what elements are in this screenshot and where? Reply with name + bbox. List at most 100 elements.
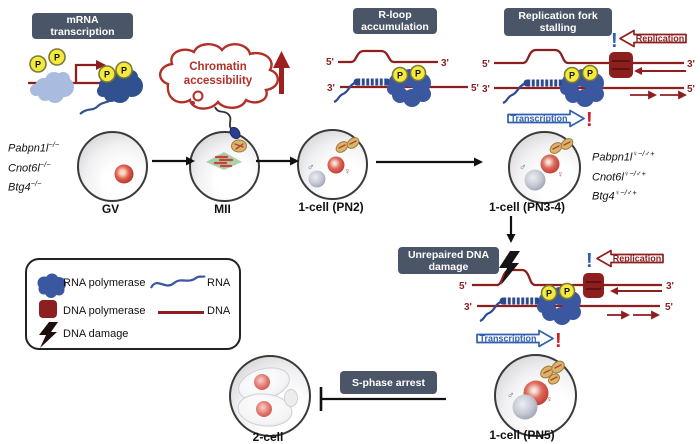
two-cell-contents bbox=[237, 367, 298, 427]
cloud-text-line2: accessibility bbox=[184, 75, 253, 87]
rloop-graphic: 5' 3' 3' P P 5' bbox=[326, 49, 479, 107]
replication-arrow: Replication bbox=[596, 249, 664, 268]
rna-tail bbox=[479, 299, 504, 323]
nucleus bbox=[254, 374, 270, 390]
damaged-strand bbox=[472, 268, 583, 287]
mrna-transcription-graphic: P P P P bbox=[28, 48, 143, 115]
strand-label: 5' bbox=[326, 57, 334, 68]
arrowhead bbox=[610, 287, 618, 295]
strand-label: 3' bbox=[666, 281, 674, 292]
rna-polymerase-icon bbox=[37, 273, 66, 298]
genotype-line: Btg4−/− bbox=[8, 179, 42, 194]
lagging-synthesis-arrows bbox=[630, 90, 688, 100]
warning-mark: ! bbox=[586, 250, 593, 272]
cloud-text-line1: Chromatin bbox=[189, 61, 247, 73]
svg-text:P: P bbox=[587, 69, 593, 79]
pn2-contents: ♂ ♀ bbox=[307, 137, 360, 188]
mii-oocyte bbox=[189, 106, 260, 202]
nascent-rna-icon bbox=[79, 97, 115, 115]
genotype-line: Cnot6l♀−/♂+ bbox=[592, 168, 646, 184]
male-pronucleus bbox=[512, 394, 538, 420]
callout-unrepaired-dna-damage: Unrepaired DNA damage bbox=[398, 247, 499, 274]
female-symbol: ♀ bbox=[344, 166, 351, 176]
sperm-chromatin-icon bbox=[549, 138, 574, 154]
mii-contents bbox=[206, 139, 247, 170]
arrow-pn34-down bbox=[506, 216, 516, 243]
hybrid-rungs bbox=[506, 297, 535, 305]
pn34-contents: ♂ ♀ bbox=[519, 138, 574, 191]
sperm-head bbox=[229, 126, 241, 140]
sperm-chromatin-icon bbox=[335, 137, 360, 153]
warning-mark: ! bbox=[555, 330, 562, 352]
dna-polymerase-icon bbox=[583, 273, 604, 298]
replication-arrow: Replication bbox=[619, 29, 687, 48]
inhibition-bar bbox=[319, 387, 446, 411]
sperm-icon bbox=[214, 106, 241, 140]
dna-damage-icon bbox=[499, 251, 520, 285]
svg-text:P: P bbox=[569, 71, 575, 81]
promoter-arrowhead bbox=[96, 60, 106, 70]
rna-tail bbox=[502, 81, 528, 105]
male-pronucleus bbox=[308, 170, 326, 188]
strand-label: 5' bbox=[665, 302, 673, 313]
callout-replication-fork-stalling: Replication fork stalling bbox=[504, 8, 612, 36]
transcription-arrow: Transcription bbox=[507, 109, 585, 128]
legend-label-dna-polymerase: DNA polymerase bbox=[63, 305, 146, 317]
genotype-maternal-null: Pabpn1l−/− Cnot6l−/− Btg4−/− bbox=[8, 137, 59, 196]
phosphate-icon: P bbox=[581, 64, 599, 82]
two-cell-embryo bbox=[229, 355, 311, 437]
leading-strand bbox=[494, 48, 609, 65]
svg-text:P: P bbox=[35, 60, 41, 70]
rna-polymerase-inactive-icon bbox=[30, 72, 74, 103]
arrow-gv-to-mii bbox=[152, 156, 195, 166]
genotype-zygote: Pabpn1l♀−/♂+ Cnot6l♀−/♂+ Btg4♀−/♂+ bbox=[592, 146, 654, 205]
strand-label: 5' bbox=[471, 83, 479, 94]
dna-icon bbox=[158, 311, 204, 314]
strand-label: 5' bbox=[482, 59, 490, 70]
svg-text:Transcription: Transcription bbox=[479, 334, 536, 344]
arrowhead bbox=[634, 67, 642, 75]
svg-text:P: P bbox=[546, 289, 552, 299]
spindle-icon bbox=[206, 152, 242, 170]
legend-label-rna: RNA bbox=[207, 277, 231, 289]
nucleolus bbox=[114, 164, 134, 184]
genotype-line: Pabpn1l♀−/♂+ bbox=[592, 149, 655, 164]
warning-mark: ! bbox=[611, 30, 618, 52]
callout-rloop-accumulation: R-loop accumulation bbox=[353, 8, 437, 34]
cloud-bubble-icon bbox=[159, 43, 279, 110]
promoter-arrow-icon bbox=[74, 63, 96, 83]
callout-s-phase-arrest: S-phase arrest bbox=[340, 371, 437, 394]
transcription-arrow: Transcription bbox=[476, 329, 554, 348]
phosphate-icon: P bbox=[558, 282, 576, 300]
callout-mrna-transcription: mRNA transcription bbox=[32, 13, 133, 39]
male-symbol: ♂ bbox=[519, 162, 527, 173]
female-symbol: ♀ bbox=[557, 169, 564, 179]
rna-tail bbox=[333, 80, 358, 104]
strand-label: 3' bbox=[464, 302, 472, 313]
svg-text:Replication: Replication bbox=[636, 34, 685, 44]
gv-oocyte bbox=[77, 131, 148, 202]
phosphate-icon: P bbox=[540, 284, 558, 302]
male-symbol: ♂ bbox=[307, 162, 315, 173]
strand-label: 3' bbox=[327, 83, 335, 94]
dna-polymerase-icon bbox=[39, 300, 57, 318]
dna-damage-graphic: ! Replication 5' 3' 3' P P 5' bbox=[459, 249, 674, 352]
sperm-chromatin-icon bbox=[231, 139, 247, 153]
female-symbol: ♀ bbox=[546, 394, 553, 404]
phosphate-icon: P bbox=[29, 55, 47, 73]
svg-text:P: P bbox=[104, 70, 110, 80]
dna-polymerase-icon bbox=[609, 52, 633, 78]
genotype-line: Cnot6l−/− bbox=[8, 159, 51, 175]
male-pronucleus bbox=[524, 169, 546, 191]
genotype-line: Pabpn1l−/− bbox=[8, 140, 60, 155]
one-cell-pn5: ♂ ♀ bbox=[494, 354, 577, 437]
male-symbol: ♂ bbox=[507, 390, 515, 401]
nucleus bbox=[256, 401, 272, 417]
stage-label-pn5: 1-cell (PN5) bbox=[489, 428, 555, 442]
legend-label-dna: DNA bbox=[207, 305, 231, 317]
sperm-chromatin-icon bbox=[540, 360, 565, 385]
female-pronucleus bbox=[327, 156, 345, 174]
phosphate-icon: P bbox=[48, 48, 66, 66]
strand-label: 5' bbox=[459, 281, 467, 292]
